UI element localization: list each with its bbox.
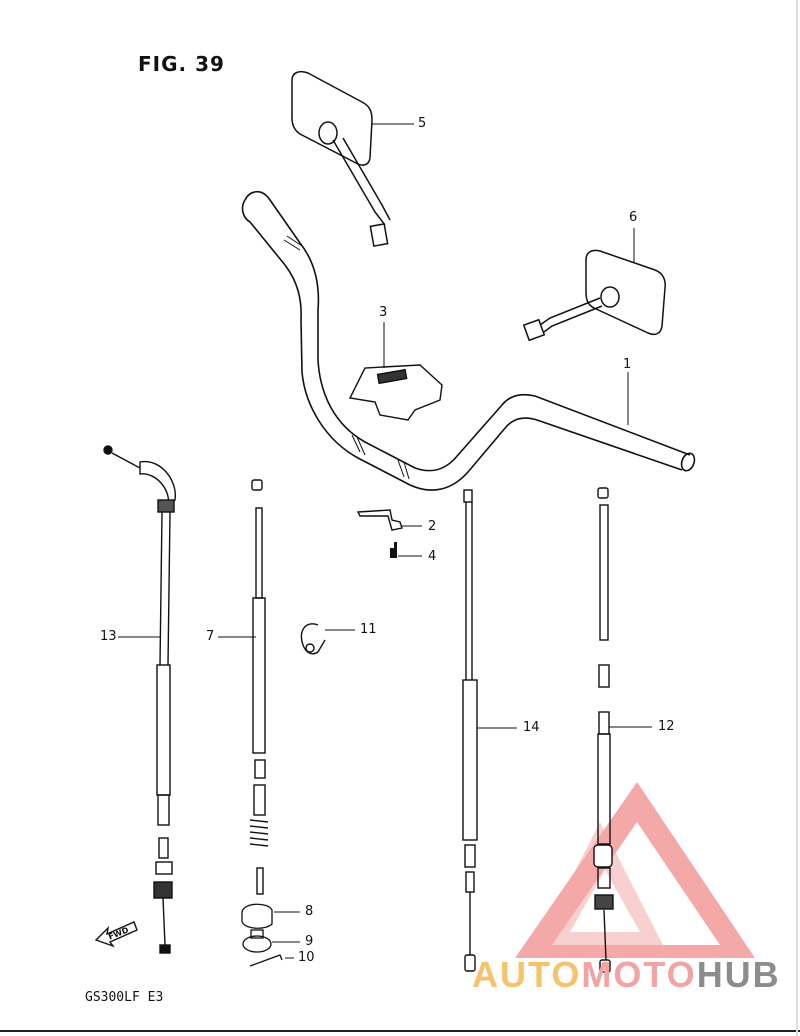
mirror-right xyxy=(522,249,666,342)
callout-3: 3 xyxy=(379,305,388,320)
cable-12 xyxy=(593,487,614,973)
callout-9: 9 xyxy=(305,934,314,949)
clutch-cable xyxy=(249,479,269,895)
watermark-text: AUTOMOTOHUB xyxy=(472,954,781,995)
cable-guide-bracket xyxy=(356,509,403,531)
cable-clamp xyxy=(300,623,326,655)
callout-7: 7 xyxy=(206,629,215,644)
forward-arrow-icon xyxy=(94,921,138,948)
callout-1: 1 xyxy=(623,357,632,372)
model-code: GS300LF E3 xyxy=(85,990,164,1005)
handlebar-holder-cover xyxy=(348,364,443,421)
adjusting-nut xyxy=(242,929,272,953)
cable-end-fitting xyxy=(241,903,273,929)
figure-title: FIG. 39 xyxy=(138,52,225,76)
cotter-pin xyxy=(249,954,283,967)
callout-6: 6 xyxy=(629,210,638,225)
choke-cable xyxy=(462,489,478,972)
clutch-adjuster-spring xyxy=(249,819,269,847)
callout-10: 10 xyxy=(298,950,315,965)
throttle-cable xyxy=(103,445,176,954)
callout-13: 13 xyxy=(100,629,117,644)
bolt xyxy=(390,542,397,558)
callout-leaders xyxy=(118,123,652,959)
callout-11: 11 xyxy=(360,622,377,637)
callout-8: 8 xyxy=(305,904,314,919)
mirror-left xyxy=(291,70,391,247)
knurl-marks xyxy=(283,235,410,480)
callout-2: 2 xyxy=(428,519,437,534)
callout-12: 12 xyxy=(658,719,675,734)
handlebar xyxy=(241,190,696,491)
watermark-logo xyxy=(515,782,755,958)
callout-4: 4 xyxy=(428,549,437,564)
callout-14: 14 xyxy=(523,720,540,735)
callout-5: 5 xyxy=(418,116,427,131)
